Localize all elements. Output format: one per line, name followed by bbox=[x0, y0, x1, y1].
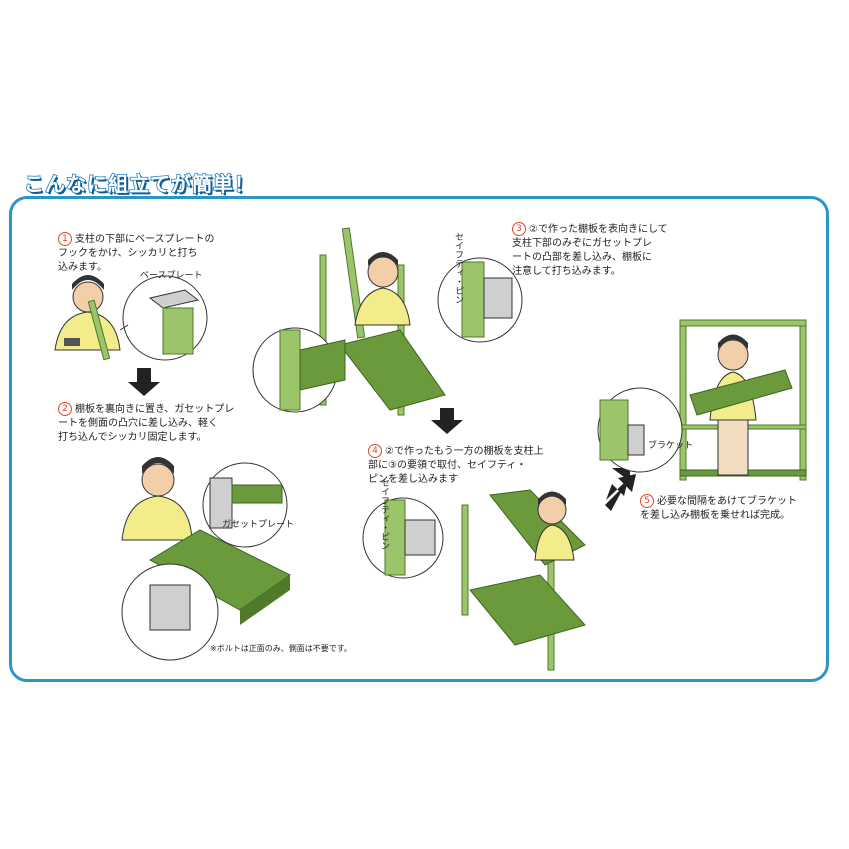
bolt-note: ※ボルトは正面のみ、側面は不要です。 bbox=[210, 644, 352, 653]
step-text: 必要な間隔をあけてブラケット を差し込み棚板を乗せれば完成。 bbox=[640, 496, 797, 521]
step4-illustration bbox=[362, 489, 586, 671]
step-number: 1 bbox=[58, 232, 72, 246]
step-text: ②で作ったもう一方の棚板を支柱上 部に③の要領で取付、セイフティ・ ピンを差し込… bbox=[368, 446, 544, 485]
page-title: こんなに組立てが簡単！ bbox=[23, 171, 255, 197]
step1-illustration bbox=[54, 275, 208, 361]
label-base-plate: ベースプレート bbox=[140, 271, 203, 281]
label-bracket: ブラケット bbox=[648, 441, 694, 451]
step2-illustration bbox=[121, 457, 291, 661]
arrow-down-1-icon bbox=[128, 368, 160, 396]
step-number: 2 bbox=[58, 402, 72, 416]
label-safety-pin-a: セイフティ・ピン bbox=[453, 232, 463, 304]
step-number: 4 bbox=[368, 444, 382, 458]
step3-illustration bbox=[252, 227, 523, 416]
arrow-down-2-icon bbox=[431, 408, 463, 434]
step-number: 3 bbox=[512, 222, 526, 236]
step-number: 5 bbox=[640, 494, 654, 508]
step-text: 棚板を裏向きに置き、ガセットプレ ートを側面の凸穴に差し込み、軽く 打ち込んでシ… bbox=[58, 404, 235, 443]
arrow-diagonal-icon bbox=[605, 468, 636, 511]
label-gusset-plate: ガセットプレート bbox=[222, 520, 295, 530]
label-safety-pin-b: セイフティ・ピン bbox=[379, 478, 389, 550]
step-text: ②で作った棚板を表向きにして 支柱下部のみぞにガセットプレ ートの凸部を差し込み… bbox=[512, 224, 668, 277]
step-text: 支柱の下部にベースプレートの フックをかけ、シッカリと打ち 込みます。 bbox=[58, 234, 215, 273]
step5-illustration bbox=[597, 319, 807, 481]
